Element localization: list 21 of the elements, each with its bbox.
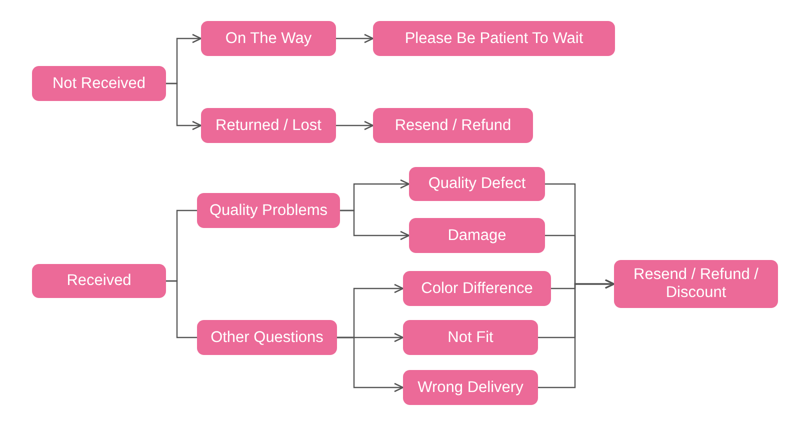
process-box: Color Difference [403, 271, 551, 306]
process-box: On The Way [201, 21, 336, 56]
arrow [340, 210, 410, 240]
process-box: Please Be Patient To Wait [373, 21, 615, 56]
process-box: Returned / Lost [201, 108, 336, 143]
process-box: Damage [409, 218, 545, 253]
process-box: Quality Defect [409, 167, 545, 201]
arrow [337, 336, 404, 392]
process-box: Resend / Refund / Discount [614, 260, 778, 308]
process-box: Not Fit [403, 320, 538, 355]
arrow [538, 279, 615, 388]
process-box: Received [32, 264, 166, 298]
process-box: Other Questions [197, 320, 337, 355]
arrow [166, 82, 202, 130]
arrow [336, 34, 374, 44]
connector-line [166, 280, 197, 338]
process-box: Wrong Delivery [403, 370, 538, 405]
arrow [336, 120, 374, 130]
process-box: Quality Problems [197, 193, 340, 228]
process-box: Not Received [32, 66, 166, 101]
process-box: Resend / Refund [373, 108, 533, 143]
